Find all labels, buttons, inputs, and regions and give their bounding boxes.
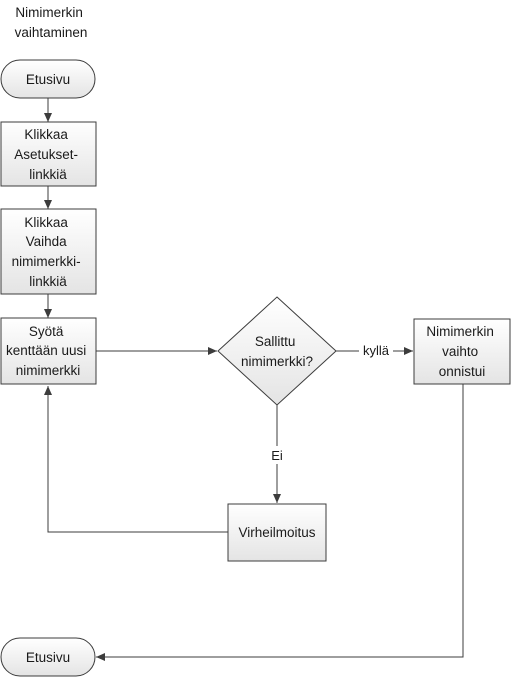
edge-error-to-enter xyxy=(44,386,228,533)
edge-success-to-end xyxy=(96,384,464,661)
process-change-success: Nimimerkin vaihto onnistui xyxy=(413,318,511,385)
process-click-change-nickname: Klikkaa Vaihda nimimerkki- linkkiä xyxy=(0,208,97,295)
end-terminator: Etusivu xyxy=(0,637,96,677)
decision-nickname-allowed: Sallittu nimimerkki? xyxy=(217,296,337,406)
svg-text:Sallittu nimimerkki?: Sallittu nimimerkki? xyxy=(241,334,313,369)
diagram-title: Nimimerkin vaihtaminen xyxy=(15,5,88,40)
svg-text:Etusivu: Etusivu xyxy=(26,650,70,665)
svg-text:Etusivu: Etusivu xyxy=(26,72,70,87)
svg-text:Klikkaa Vaihda nim: Klikkaa Vaihda nimimerkki- linkkiä xyxy=(12,215,85,289)
svg-text:Nimimerkin vaihto: Nimimerkin vaihto onnistui xyxy=(426,324,497,379)
svg-text:Syötä kenttään uusi: Syötä kenttään uusi nimimerkki xyxy=(6,324,90,378)
start-terminator: Etusivu xyxy=(0,59,96,99)
svg-text:Ei: Ei xyxy=(271,448,283,463)
svg-text:Klikkaa Asetukset-: Klikkaa Asetukset- linkkiä xyxy=(14,127,82,182)
process-error-message: Virheilmoitus xyxy=(227,503,327,562)
process-click-settings: Klikkaa Asetukset- linkkiä xyxy=(0,121,97,187)
edge-label-no: Ei xyxy=(266,446,288,464)
process-enter-nickname: Syötä kenttään uusi nimimerkki xyxy=(0,317,97,385)
svg-text:kyllä: kyllä xyxy=(363,343,390,358)
svg-text:Virheilmoitus: Virheilmoitus xyxy=(238,525,315,540)
edge-label-yes: kyllä xyxy=(359,342,393,359)
